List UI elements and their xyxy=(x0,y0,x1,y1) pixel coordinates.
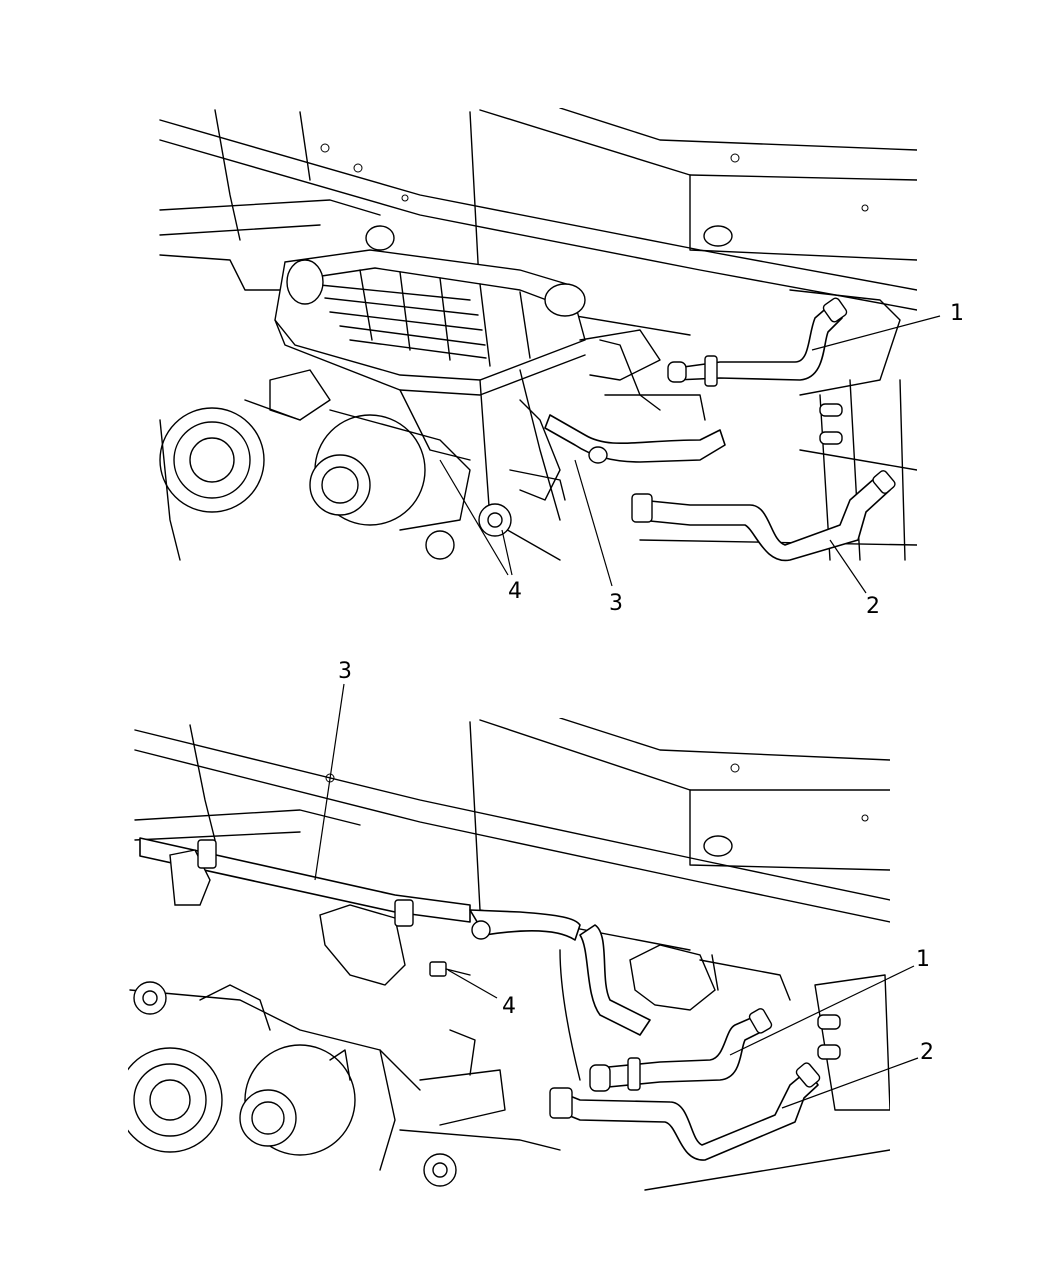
bottom-callout-4: 4 xyxy=(447,969,516,1019)
bottom-callout-1: 1 xyxy=(729,947,930,1056)
bottom-engine-bay-illustration xyxy=(128,718,890,1191)
top-callout-4-label: 4 xyxy=(508,579,522,604)
bottom-callout-4-label: 4 xyxy=(502,994,516,1019)
bottom-callout-2: 2 xyxy=(781,1040,934,1109)
top-callout-1: 1 xyxy=(811,301,964,351)
top-callout-1-label: 1 xyxy=(950,301,964,326)
top-callout-2: 2 xyxy=(829,539,880,619)
top-callout-3-label: 3 xyxy=(609,591,623,616)
bottom-view: 3 4 1 2 xyxy=(128,659,934,1191)
top-callout-4: 4 xyxy=(439,459,522,604)
bottom-callout-2-label: 2 xyxy=(920,1040,934,1065)
top-callout-2-label: 2 xyxy=(866,594,880,619)
top-view: 1 2 3 4 xyxy=(159,108,964,619)
bottom-callout-1-label: 1 xyxy=(916,947,930,972)
bottom-callout-3-label: 3 xyxy=(338,659,352,684)
top-callout-3: 3 xyxy=(574,459,623,616)
bottom-callout-3: 3 xyxy=(314,659,352,881)
top-engine-bay-illustration xyxy=(159,108,917,562)
